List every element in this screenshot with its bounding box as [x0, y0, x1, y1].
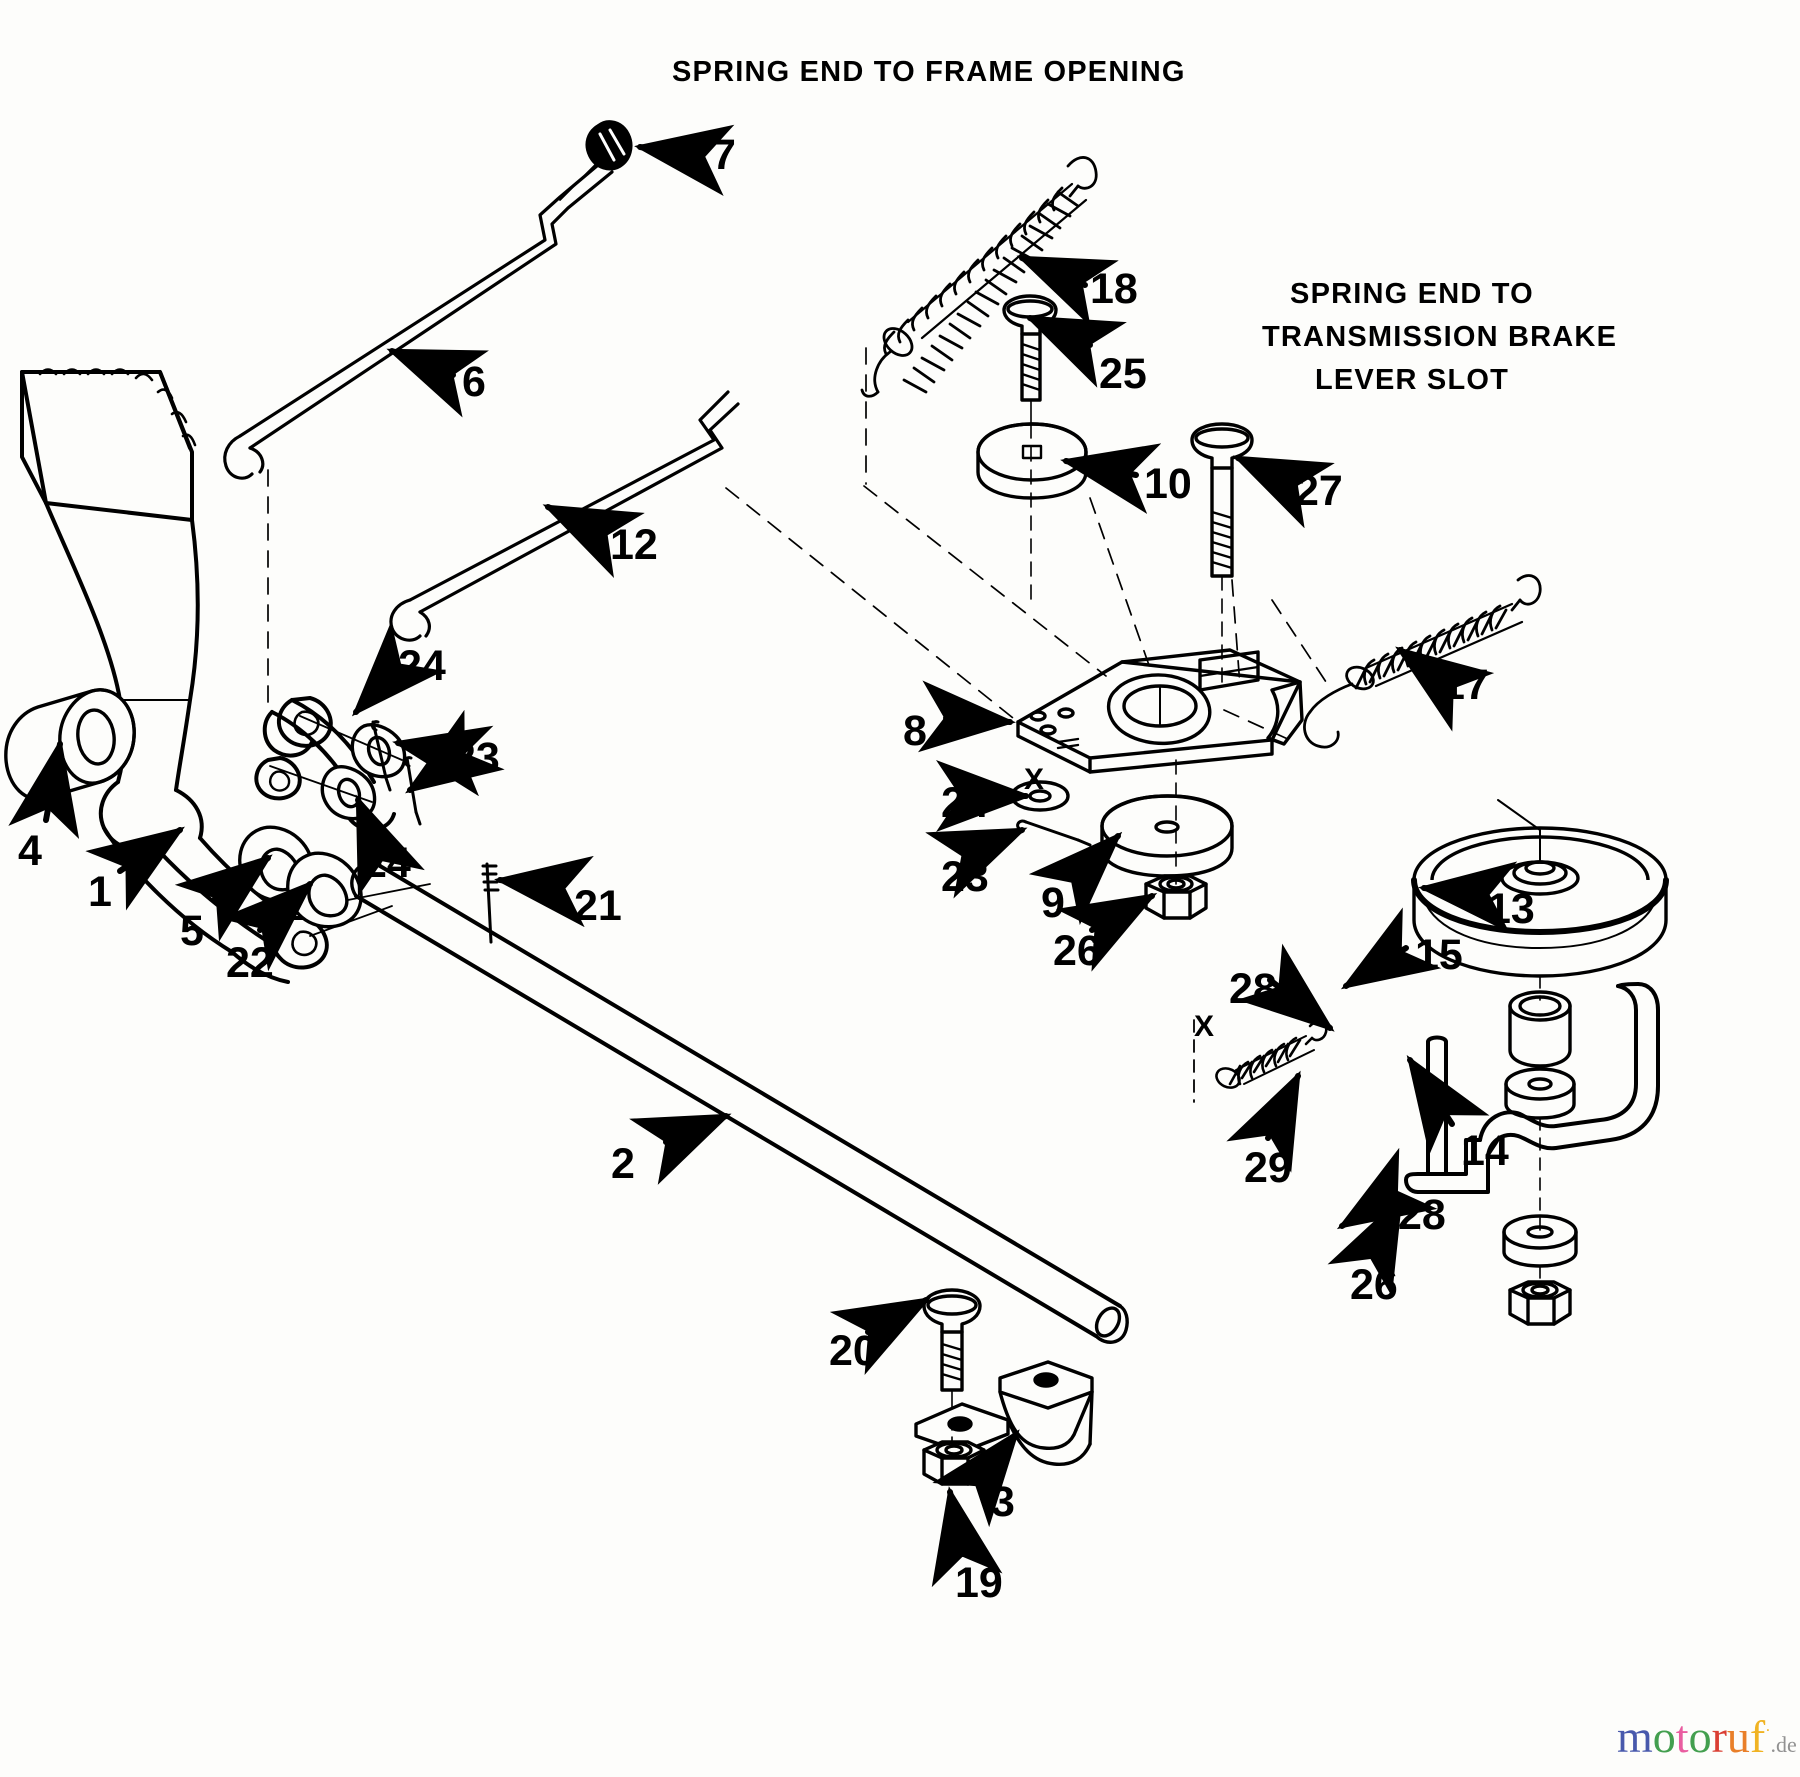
callout-8: 8 [903, 707, 927, 755]
part-washer-24-b [320, 765, 377, 821]
callout-26-upper: 26 [1053, 927, 1101, 975]
callout-29: 29 [1244, 1144, 1292, 1192]
callout-13: 13 [1487, 885, 1535, 933]
note-spring-end-transmission: SPRING END TO TRANSMISSION BRAKE LEVER S… [1262, 278, 1618, 397]
callout-6: 6 [462, 358, 486, 406]
callout-26-lower: 26 [1350, 1261, 1398, 1309]
part-lock-nut-26-a [1144, 874, 1208, 920]
callout-24-top-left: 24 [398, 642, 446, 690]
part-washer-9 [1100, 794, 1234, 878]
callout-25: 25 [1099, 350, 1147, 398]
part-spring-18 [860, 156, 1098, 398]
callout-9: 9 [1041, 879, 1065, 927]
part-spacer-15 [1508, 990, 1572, 1068]
part-cotter-pin-23-c [1016, 819, 1092, 847]
callout-5: 5 [180, 907, 204, 955]
part-brake-bracket-8 [1016, 648, 1304, 774]
part-brake-shaft [350, 859, 1129, 1344]
callout-2: 2 [611, 1140, 635, 1188]
callout-15: 15 [1415, 931, 1463, 979]
callout-27: 27 [1295, 467, 1343, 515]
callout-3: 3 [991, 1478, 1015, 1526]
part-washer-10 [976, 422, 1088, 601]
callout-10: 10 [1144, 460, 1192, 508]
note-line-2: TRANSMISSION BRAKE [1262, 321, 1618, 353]
callout-1: 1 [88, 868, 112, 916]
part-carriage-bolt-20 [922, 1288, 982, 1421]
callout-12: 12 [610, 521, 658, 569]
wm-f: f [1749, 1711, 1766, 1762]
wm-m: m [1617, 1711, 1653, 1762]
callout-28-lower: 28 [1398, 1191, 1446, 1239]
callout-7: 7 [712, 131, 736, 179]
wm-o2: o [1688, 1711, 1712, 1762]
callout-17: 17 [1441, 661, 1489, 709]
part-spring-29 [1215, 1020, 1328, 1089]
callout-22: 22 [226, 939, 274, 987]
callout-23-left: 23 [452, 734, 500, 782]
motoruf-watermark: motoruf·.de [1617, 1714, 1797, 1760]
part-lock-nut-26-b [1508, 1280, 1572, 1326]
part-clamp-3 [914, 1360, 1094, 1466]
callout-20: 20 [829, 1327, 877, 1375]
callout-4: 4 [18, 827, 42, 875]
part-washer-28-a [1504, 1067, 1576, 1120]
part-carriage-bolt-27 [1190, 422, 1254, 691]
wm-u: u [1726, 1711, 1750, 1762]
part-roll-pin-7 [585, 120, 633, 171]
callout-14: 14 [1461, 1127, 1509, 1175]
wm-dot: · [1765, 1722, 1771, 1740]
x-marker-bracket: X [1024, 763, 1045, 796]
callout-18: 18 [1090, 265, 1138, 313]
wm-suffix: .de [1770, 1732, 1797, 1757]
callout-21: 21 [574, 882, 622, 930]
callout-23-center: 23 [941, 853, 989, 901]
wm-r: r [1711, 1711, 1727, 1762]
callout-24-bottom-left: 24 [363, 839, 411, 887]
callout-24-center: 24 [941, 779, 989, 827]
note-spring-end-frame-opening: SPRING END TO FRAME OPENING [672, 56, 1186, 88]
note-line-3: LEVER SLOT [1314, 364, 1510, 396]
part-lock-nut-19 [922, 1440, 986, 1486]
part-brake-rod-6 [223, 158, 614, 480]
wm-o1: o [1652, 1711, 1676, 1762]
x-marker-spring: X [1194, 1010, 1215, 1043]
note-line-1: SPRING END TO [1290, 278, 1534, 310]
callout-28-upper: 28 [1229, 965, 1277, 1013]
callout-19: 19 [955, 1559, 1003, 1607]
part-spring-17 [1303, 574, 1542, 749]
wm-t: t [1675, 1711, 1689, 1762]
part-washer-22 [286, 851, 363, 929]
